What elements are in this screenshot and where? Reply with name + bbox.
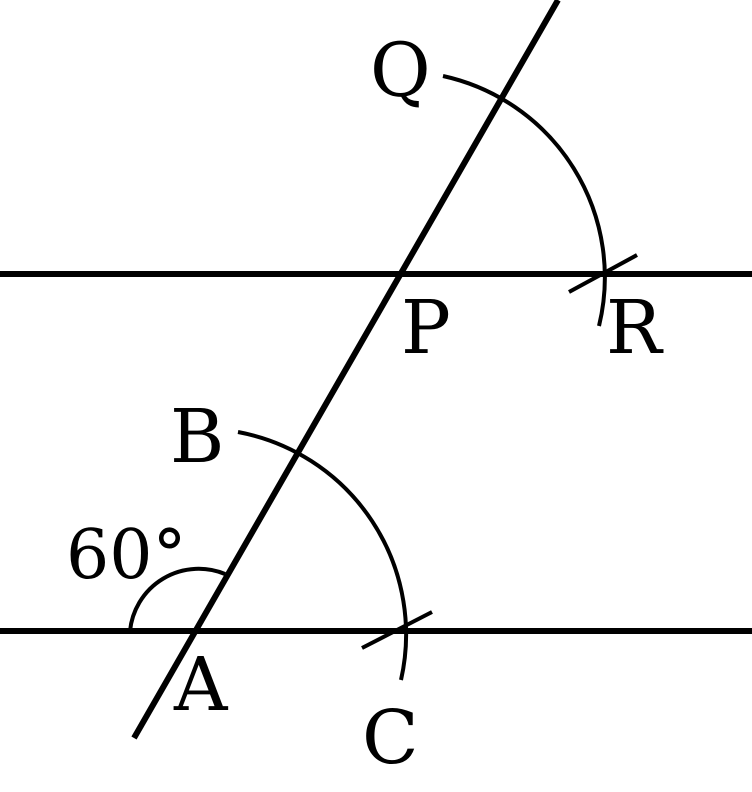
point-label-r: R: [606, 285, 664, 371]
construction-arc-qr: [442, 74, 607, 327]
transversal-line: [131, 0, 561, 740]
point-label-b: B: [170, 394, 224, 480]
point-label-p: P: [401, 285, 451, 371]
tick-mark-r: [568, 253, 638, 294]
point-label-a: A: [173, 642, 229, 728]
angle-arc-a: [128, 566, 226, 632]
angle-label-60: 60°: [66, 516, 187, 595]
point-label-q: Q: [370, 28, 431, 114]
tick-mark-c: [361, 610, 433, 650]
construction-arc-bc: [237, 430, 409, 681]
point-label-c: C: [362, 695, 419, 781]
